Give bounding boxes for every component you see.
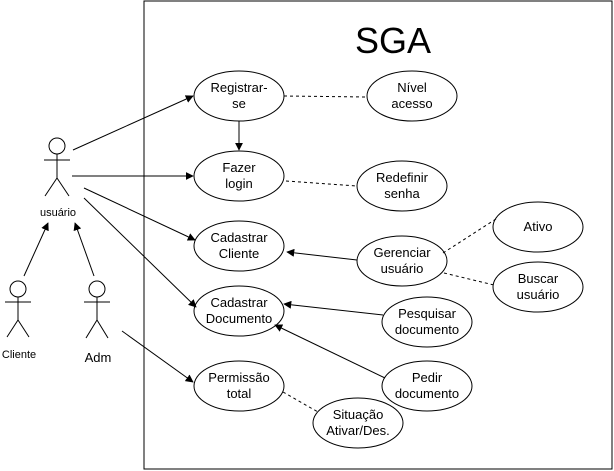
use-case-nivel-line2: acesso: [391, 96, 432, 111]
use-case-cadastrar-cliente: Cadastrar Cliente: [193, 220, 285, 272]
actor-adm-label: Adm: [85, 350, 112, 365]
use-case-ativo-line1: Ativo: [524, 219, 553, 234]
use-case-redefinir-line1: Redefinir: [376, 170, 429, 185]
use-case-redefinir-line2: senha: [384, 186, 420, 201]
use-case-nivel-line1: Nível: [397, 80, 427, 95]
dashed-gerenciar-ativo: [442, 218, 497, 254]
use-case-nivel-acesso: Nível acesso: [366, 70, 458, 122]
use-case-situacao-line2: Ativar/Des.: [326, 423, 390, 438]
use-case-cad-doc-line1: Cadastrar: [210, 295, 268, 310]
use-case-login-line1: Fazer: [222, 160, 256, 175]
use-case-pedir-line1: Pedir: [412, 370, 443, 385]
dashed-permissao-situacao: [282, 391, 319, 413]
arrow-cliente-usuario: [23, 222, 49, 277]
system-title: SGA: [355, 20, 431, 61]
use-case-cad-doc-line2: Documento: [206, 311, 272, 326]
use-case-situacao-line1: Situação: [333, 407, 384, 422]
actor-usuario-label: usuário: [40, 207, 76, 219]
actor-cliente: [5, 280, 31, 338]
use-case-pedir-documento: Pedir documento: [381, 360, 473, 412]
use-case-registrar-line2: se: [232, 96, 246, 111]
use-case-situacao: Situação Ativar/Des.: [312, 397, 404, 449]
arrow-usuario-cad-documento: [83, 197, 197, 308]
use-case-cadastrar-documento: Cadastrar Documento: [193, 285, 285, 337]
arrow-adm-usuario: [73, 222, 95, 277]
use-case-pesquisar-documento: Pesquisar documento: [381, 296, 473, 348]
use-case-permissao-line2: total: [227, 386, 252, 401]
use-case-pesquisar-line1: Pesquisar: [398, 306, 456, 321]
use-case-registrar: Registrar- se: [193, 70, 285, 122]
arrow-adm-permissao: [121, 330, 194, 383]
arrow-usuario-cad-cliente: [83, 187, 196, 241]
actor-usuario: [44, 137, 70, 197]
use-case-gerenciar-line2: usuário: [381, 261, 424, 276]
use-case-fazer-login: Fazer login: [193, 150, 285, 202]
use-case-pedir-line2: documento: [395, 386, 459, 401]
use-case-cad-cliente-line1: Cadastrar: [210, 230, 268, 245]
use-case-pesquisar-line2: documento: [395, 322, 459, 337]
dashed-registrar-nivel: [283, 95, 368, 98]
use-case-gerenciar-usuario: Gerenciar usuário: [356, 235, 448, 287]
use-case-registrar-line1: Registrar-: [210, 80, 267, 95]
dashed-gerenciar-buscar: [443, 272, 495, 286]
arrow-pedir-cad-documento: [274, 324, 386, 379]
actor-adm: [84, 280, 110, 339]
arrow-usuario-registrar: [72, 95, 194, 151]
use-case-redefinir-senha: Redefinir senha: [356, 160, 448, 212]
use-case-gerenciar-line1: Gerenciar: [373, 245, 431, 260]
arrow-gerenciar-cad-cliente: [286, 248, 358, 261]
actor-cliente-label: Cliente: [2, 349, 36, 361]
use-case-ativo: Ativo: [492, 201, 584, 253]
arrow-pesquisar-cad-documento: [283, 300, 384, 316]
use-case-cad-cliente-line2: Cliente: [219, 246, 259, 261]
use-case-buscar-line1: Buscar: [518, 271, 559, 286]
use-case-permissao-total: Permissão total: [193, 360, 285, 412]
use-case-login-line2: login: [225, 176, 252, 191]
use-case-permissao-line1: Permissão: [208, 370, 269, 385]
use-case-buscar-usuario: Buscar usuário: [492, 261, 584, 313]
use-case-buscar-line2: usuário: [517, 287, 560, 302]
